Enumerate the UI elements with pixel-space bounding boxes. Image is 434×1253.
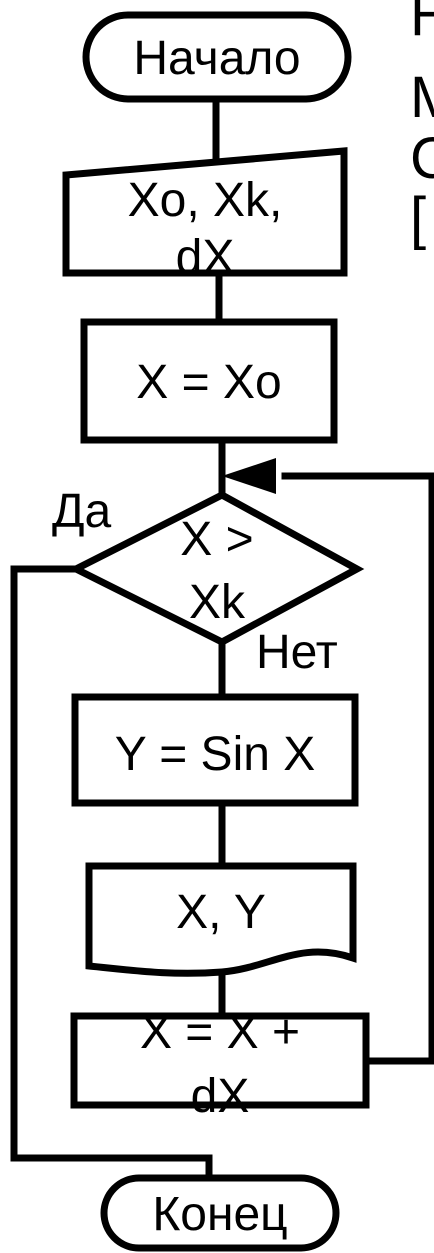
side-text-line1: Н xyxy=(410,0,434,48)
side-text-line4: [ xyxy=(410,186,426,251)
condition-label-line1: X > xyxy=(180,513,253,566)
init-label: X = Xo xyxy=(136,356,281,409)
no-branch-label: Нет xyxy=(256,626,338,679)
side-text-line3: С xyxy=(410,126,434,191)
compute-block: Y = Sin X xyxy=(71,693,359,807)
loop-arrowhead-icon xyxy=(222,458,276,494)
start-label: Начало xyxy=(133,32,300,85)
output-label: X, Y xyxy=(176,886,266,939)
condition-shape xyxy=(68,491,365,646)
input-shape xyxy=(62,147,348,277)
increment-label-line2: dX xyxy=(191,1070,250,1123)
increment-block: X = X + dX xyxy=(70,1006,370,1123)
loop-back-connector xyxy=(281,472,434,1065)
yes-branch-label: Да xyxy=(52,485,112,538)
side-text-fragment: Н М С [ xyxy=(410,0,434,251)
end-terminator: Конец xyxy=(100,1174,340,1252)
input-block: Xo, Xk, dX xyxy=(62,147,348,284)
output-shape xyxy=(85,862,357,977)
init-shape xyxy=(80,318,338,444)
init-block: X = Xo xyxy=(80,318,338,444)
connectors xyxy=(10,95,434,1182)
end-label: Конец xyxy=(152,1188,287,1241)
end-shape xyxy=(100,1174,340,1252)
input-label-line1: Xo, Xk, xyxy=(128,174,283,227)
exit-connector xyxy=(10,565,213,1182)
compute-shape xyxy=(71,693,359,807)
output-block: X, Y xyxy=(85,862,357,977)
start-shape xyxy=(82,11,352,103)
input-label-line2: dX xyxy=(176,231,235,284)
compute-label: Y = Sin X xyxy=(115,728,316,781)
increment-label-line1: X = X + xyxy=(140,1006,300,1059)
increment-shape xyxy=(70,1012,370,1109)
condition-block: X > Xk xyxy=(68,491,365,646)
side-text-line2: М xyxy=(410,65,434,130)
condition-label-line2: Xk xyxy=(189,576,246,629)
start-terminator: Начало xyxy=(82,11,352,103)
